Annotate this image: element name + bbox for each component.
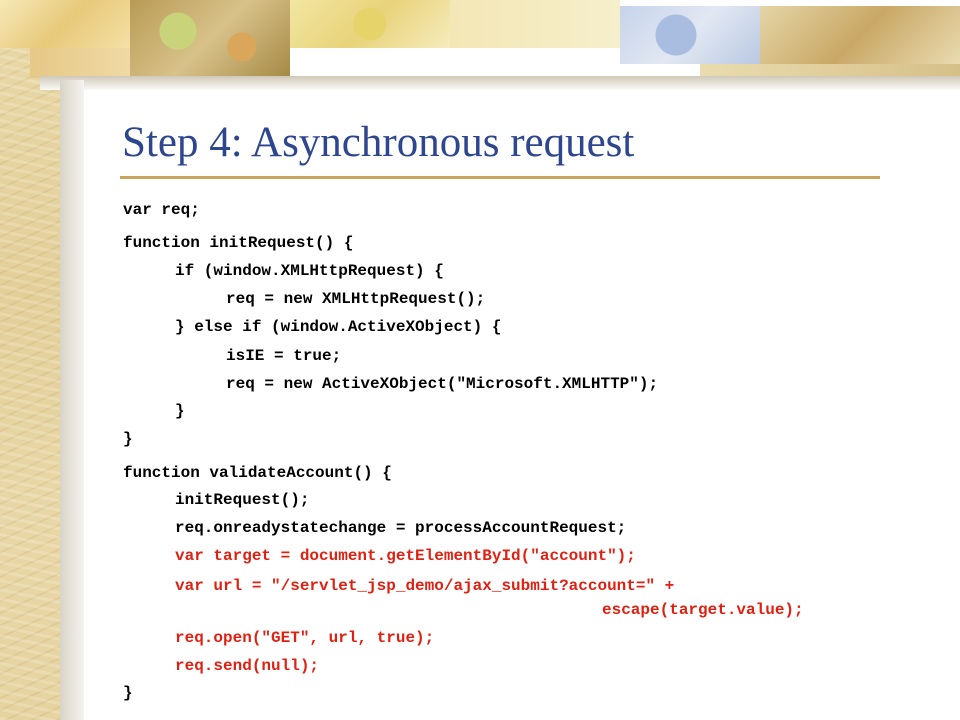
code-line: }: [123, 430, 133, 448]
code-line: req = new XMLHttpRequest();: [226, 290, 486, 308]
code-line: req = new ActiveXObject("Microsoft.XMLHT…: [226, 375, 659, 393]
banner-flower-image: [290, 0, 450, 48]
banner-tile: [760, 6, 960, 64]
code-line: function initRequest() {: [123, 234, 354, 252]
code-line: }: [175, 402, 185, 420]
code-line-highlighted: req.open("GET", url, true);: [175, 629, 435, 647]
code-line-highlighted: escape(target.value);: [602, 601, 804, 619]
banner-tile: [0, 0, 130, 48]
title-underline: [120, 176, 880, 179]
code-line-highlighted: var target = document.getElementById("ac…: [175, 547, 636, 565]
code-line: req.onreadystatechange = processAccountR…: [175, 519, 627, 537]
code-line-highlighted: req.send(null);: [175, 657, 320, 675]
banner-blue-flower-image: [620, 6, 760, 64]
banner-tile: [30, 48, 130, 78]
code-line: initRequest();: [175, 491, 310, 509]
banner-shadow: [40, 76, 960, 90]
banner-tile: [450, 0, 620, 48]
slide-title: Step 4: Asynchronous request: [122, 119, 635, 166]
code-line: } else if (window.ActiveXObject) {: [175, 318, 502, 336]
code-line: function validateAccount() {: [123, 464, 392, 482]
left-shadow: [60, 80, 84, 720]
code-line: if (window.XMLHttpRequest) {: [175, 262, 444, 280]
textured-left-border: [0, 0, 60, 720]
code-line-highlighted: var url = "/servlet_jsp_demo/ajax_submit…: [175, 577, 675, 595]
banner-leaf-image: [130, 0, 290, 78]
code-line: isIE = true;: [226, 347, 342, 365]
code-line: var req;: [123, 201, 200, 219]
banner-tile: [700, 64, 960, 78]
code-line: }: [123, 684, 133, 702]
